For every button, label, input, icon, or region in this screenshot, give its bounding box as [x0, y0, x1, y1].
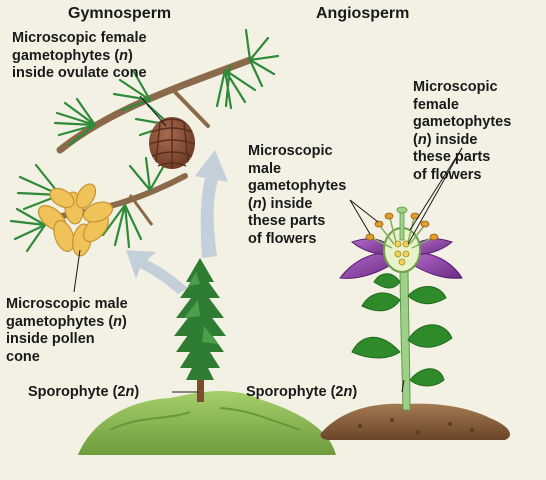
- label-line: inside ovulate cone: [12, 65, 147, 81]
- label-line: gametophytes (n): [6, 313, 127, 330]
- angiosperm-sporophyte-label: Sporophyte (2n): [246, 384, 357, 402]
- label-line: Microscopic female: [12, 30, 147, 46]
- label-line: of flowers: [248, 230, 317, 247]
- gymnosperm-heading: Gymnosperm: [68, 5, 172, 22]
- label-line: these parts: [248, 213, 326, 229]
- angiosperm-heading: Angiosperm: [316, 5, 410, 22]
- label-line: gametophytes: [248, 178, 347, 194]
- pine-tree: [174, 258, 226, 402]
- label-line: gametophytes: [413, 114, 512, 130]
- label-line: these parts: [413, 149, 491, 165]
- upward-arrow-to-ovulate-cone: [195, 150, 228, 258]
- pollen-cone-cluster: [37, 183, 114, 257]
- gymnosperm-sporophyte-label: Sporophyte (2n): [28, 384, 139, 402]
- label-line: Microscopic male: [6, 296, 128, 312]
- label-line: Microscopic: [248, 143, 333, 159]
- label-line: (n) inside: [413, 131, 478, 148]
- angiosperm-soil: [320, 403, 510, 440]
- angiosperm-pointers: [349, 147, 463, 393]
- label-line: female: [413, 96, 459, 113]
- flowering-plant: [339, 206, 463, 411]
- label-line: Microscopic: [413, 79, 498, 95]
- label-line: cone: [6, 348, 40, 365]
- ovulate-cone: [149, 117, 195, 169]
- flow-arrows: [126, 150, 228, 294]
- gymnosperm-hill: [78, 391, 336, 455]
- label-line: inside pollen: [6, 331, 95, 347]
- label-line: Sporophyte (2n): [28, 384, 140, 400]
- ovulate-cone-pointer: [139, 95, 167, 127]
- label-line: (n) inside: [248, 195, 313, 212]
- label-line: of flowers: [413, 166, 482, 183]
- pollen-cone-pointer: [73, 249, 81, 293]
- label-line: male: [248, 160, 282, 177]
- pine-needles: [9, 28, 280, 253]
- label-line: gametophytes (n): [12, 47, 133, 64]
- arrow-to-pollen-cone: [126, 250, 188, 294]
- label-line: Sporophyte (2n): [246, 384, 358, 400]
